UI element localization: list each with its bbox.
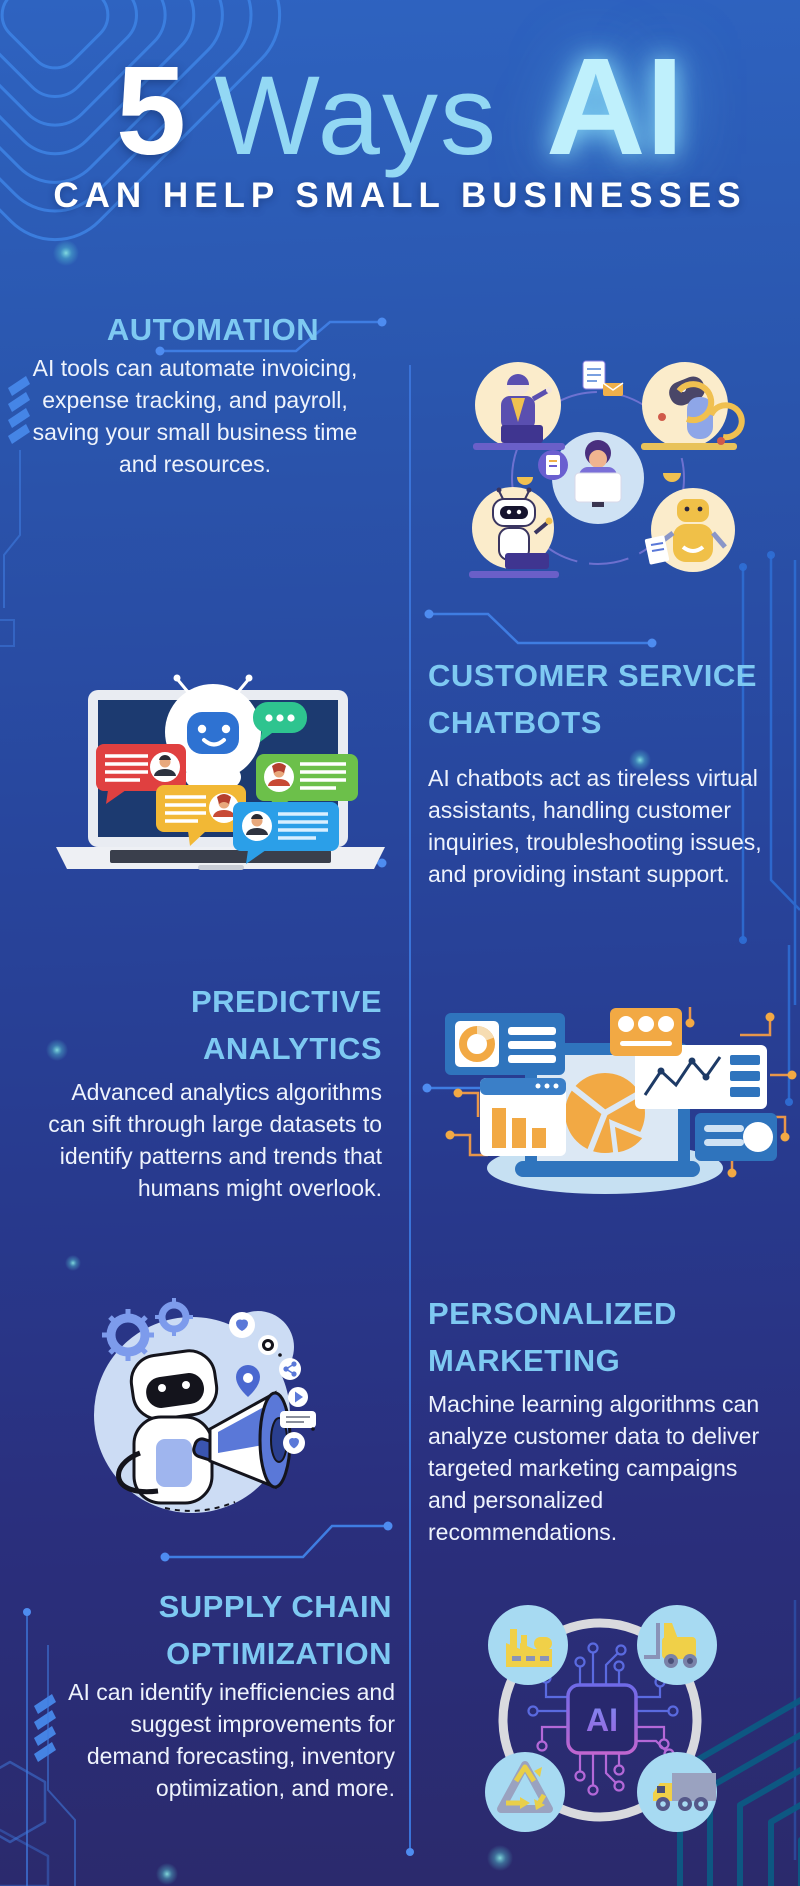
recycle-icon [497, 1761, 553, 1813]
chat-bubble-red [96, 744, 186, 804]
ai-chip-label: AI [586, 1702, 618, 1738]
section-body-predictive-analytics: Advanced analytics algorithms can sift t… [48, 1079, 382, 1201]
section-heading-supply-chain: SUPPLY CHAIN OPTIMIZATION [158, 1589, 392, 1671]
profile-card [695, 1113, 777, 1161]
title-word: Ways [214, 53, 498, 178]
banner-icon [280, 1411, 316, 1428]
typing-bubble-icon [253, 702, 307, 742]
page-title: 5 Ways AI [0, 28, 800, 187]
bottomleft-circuit [0, 1608, 76, 1886]
truck-icon [653, 1773, 716, 1811]
section-body-personalized-marketing: Machine learning algorithms can analyze … [428, 1391, 760, 1545]
predictive-analytics-illustration [445, 1007, 797, 1194]
section-heading-predictive-analytics: PREDICTIVE ANALYTICS [190, 984, 382, 1066]
gear-icon [102, 1298, 193, 1361]
person-at-computer-icon [574, 440, 622, 507]
robot-chatbot-icon [492, 487, 553, 569]
title-number: 5 [116, 40, 189, 181]
pie-chart-icon [565, 1073, 650, 1158]
file-share-icon [538, 450, 568, 480]
section-body-supply-chain: AI can identify inefficiencies and sugge… [68, 1679, 395, 1801]
automation-illustration [469, 360, 745, 578]
section-heading-personalized-marketing: PERSONALIZED MARKETING [428, 1296, 677, 1378]
section-heading-automation: AUTOMATION [106, 312, 320, 347]
center-divider-line [406, 365, 414, 1856]
gear-small-icon [262, 1339, 274, 1351]
chatbots-illustration [56, 674, 385, 870]
heart-icon [289, 1438, 299, 1449]
robot-assistant-icon [501, 374, 552, 443]
page-subtitle: CAN HELP SMALL BUSINESSES [53, 176, 747, 215]
left-edge-circuit [0, 376, 30, 647]
marketing-illustration [94, 1298, 316, 1513]
line-chart-card [635, 1045, 767, 1109]
bar-chart-card [480, 1078, 566, 1156]
play-icon [295, 1391, 303, 1403]
factory-icon [506, 1629, 552, 1667]
megaphone-robot-icon [116, 1349, 219, 1505]
donut-chart-card [445, 1013, 565, 1075]
status-card [610, 1008, 682, 1056]
title-accent-ai: AI [545, 30, 684, 184]
link-ring [498, 1618, 702, 1822]
supply-chain-illustration: AI [485, 1605, 717, 1832]
section-body-chatbots: AI chatbots act as tireless virtual assi… [428, 765, 762, 887]
section-heading-chatbots: CUSTOMER SERVICE CHATBOTS [428, 658, 757, 740]
location-pin-icon [236, 1365, 260, 1397]
share-icon [283, 1361, 297, 1377]
chat-bubble-blue [233, 802, 339, 864]
forklift-icon [644, 1623, 697, 1668]
cycle-ring [511, 391, 685, 565]
chat-bubble-yellow [156, 785, 246, 846]
document-icon [582, 360, 624, 396]
ai-chip-icon: AI [566, 1683, 638, 1755]
topleft-contour-pattern [0, 0, 282, 242]
section-body-automation: AI tools can automate invoicing, expense… [32, 355, 358, 477]
social-icons [229, 1312, 316, 1454]
glow-dots [46, 240, 651, 1885]
robot-android-icon [644, 499, 727, 565]
right-edge-circuit-dots [739, 551, 793, 1106]
robot-worker-icon [658, 376, 745, 445]
heart-icon [236, 1319, 248, 1331]
